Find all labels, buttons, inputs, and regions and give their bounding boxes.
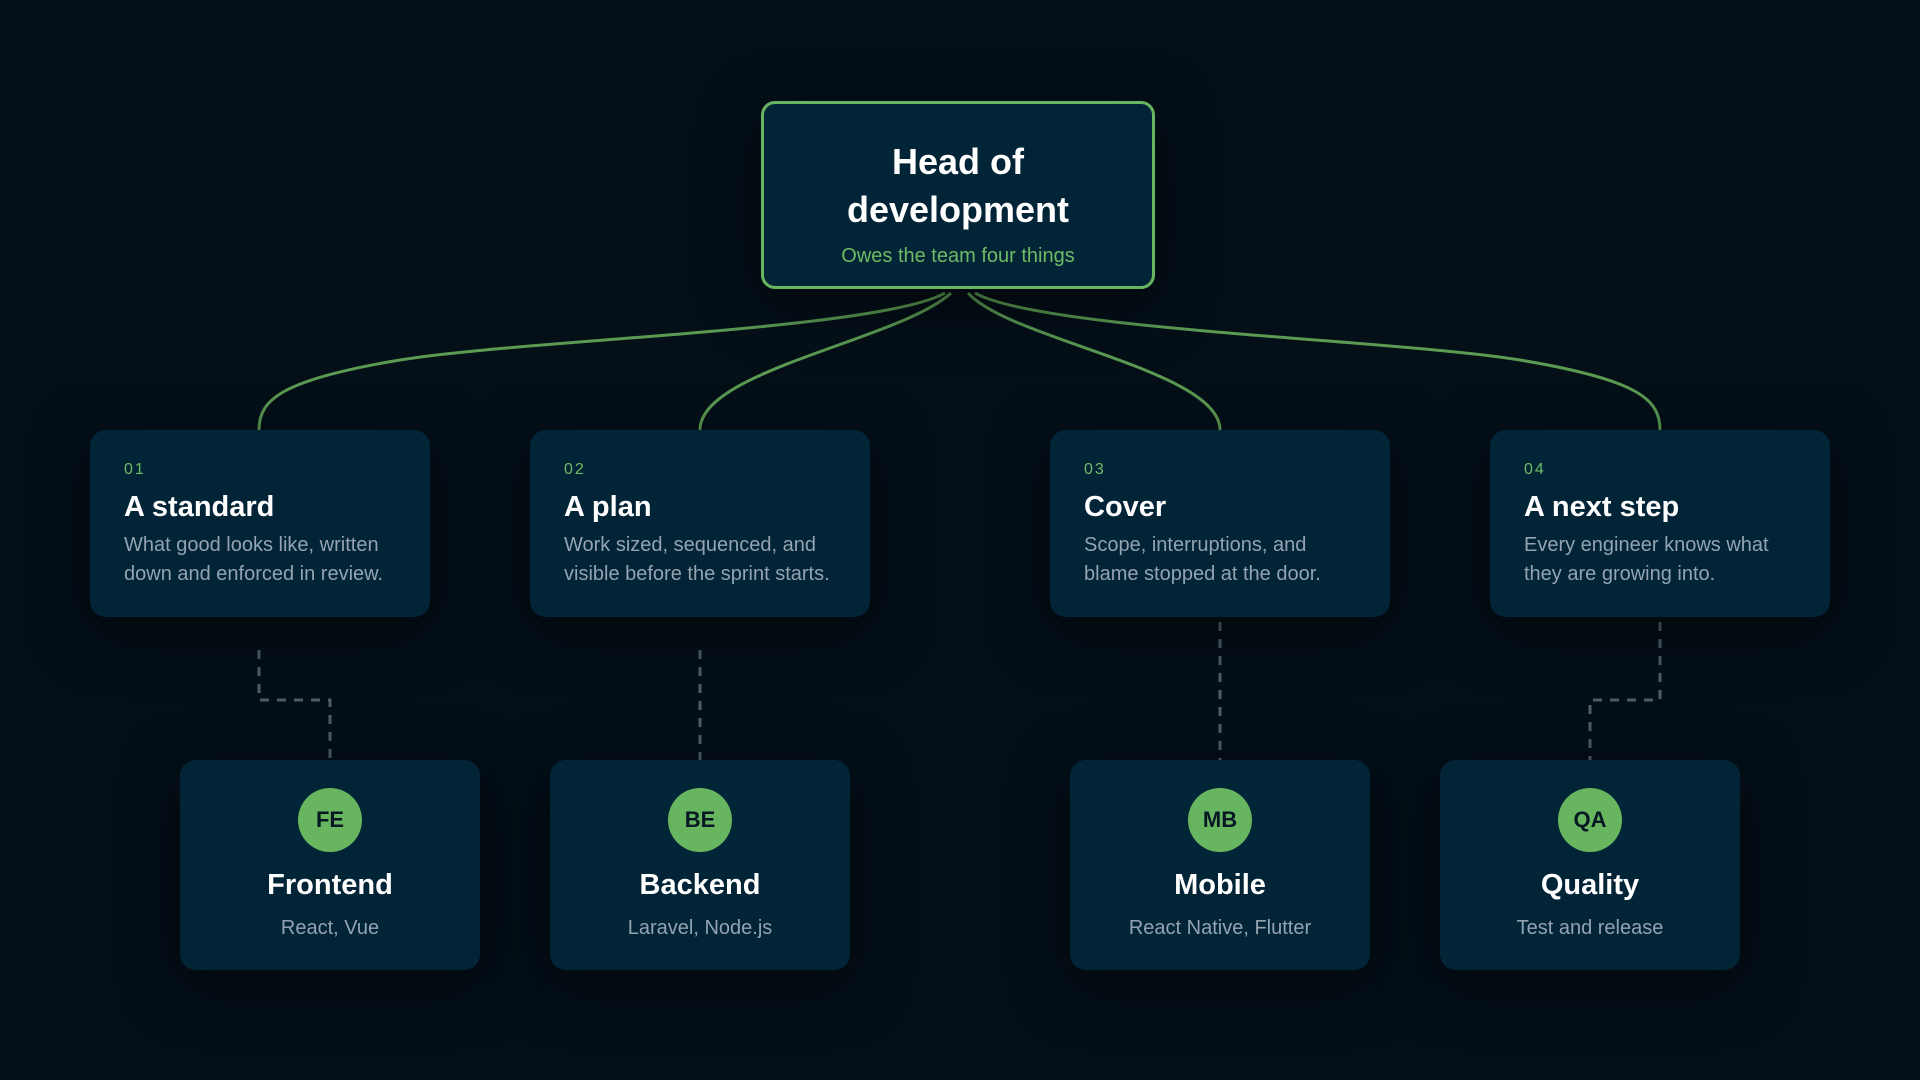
team-avatar: MB: [1188, 788, 1252, 852]
team-initials: FE: [315, 807, 345, 832]
connector-pillar-4-to-quality: [1588, 622, 1662, 760]
connector-root-to-pillar-1: [257, 291, 946, 431]
team-name: Mobile: [1174, 869, 1266, 901]
root-node: Head of development Owes the team four t…: [761, 101, 1155, 289]
team-card-mobile: MB Mobile React Native, Flutter: [1070, 760, 1370, 970]
connector-root-to-pillar-3: [966, 291, 1222, 431]
pillar-description: What good looks like, written down and e…: [124, 534, 384, 585]
pillar-number: 02: [564, 461, 586, 478]
root-subtitle: Owes the team four things: [841, 245, 1075, 267]
team-name: Frontend: [267, 869, 393, 901]
pillar-number: 04: [1524, 461, 1546, 478]
team-stack: Laravel, Node.js: [627, 917, 773, 939]
connector-root-to-pillar-2: [698, 291, 953, 431]
team-initials: QA: [1573, 807, 1607, 832]
team-stack: Test and release: [1516, 917, 1664, 939]
team-avatar: BE: [668, 788, 732, 852]
pillar-title: Cover: [1084, 491, 1167, 523]
pillar-card-cover: 03 Cover Scope, interruptions, and blame…: [1050, 430, 1390, 617]
team-stack: React, Vue: [280, 917, 380, 939]
team-card-quality: QA Quality Test and release: [1440, 760, 1740, 970]
pillar-title: A standard: [124, 491, 275, 523]
pillar-card-next-step: 04 A next step Every engineer knows what…: [1490, 430, 1830, 617]
team-name: Backend: [639, 869, 761, 901]
connector-root-to-pillar-4: [974, 291, 1662, 431]
pillar-card-plan: 02 A plan Work sized, sequenced, and vis…: [530, 430, 870, 617]
pillar-number: 01: [124, 461, 146, 478]
pillar-description: Every engineer knows what they are growi…: [1524, 534, 1769, 585]
team-avatar: QA: [1558, 788, 1622, 852]
team-initials: MB: [1202, 807, 1238, 832]
pillar-title: A next step: [1524, 491, 1680, 523]
pillar-card-standard: 01 A standard What good looks like, writ…: [90, 430, 430, 617]
pillar-number: 03: [1084, 461, 1106, 478]
root-title: Head of development: [846, 141, 1070, 230]
team-initials: BE: [684, 807, 716, 832]
connector-pillar-1-to-frontend: [257, 650, 332, 760]
team-name: Quality: [1540, 869, 1640, 901]
pillar-description: Work sized, sequenced, and visible befor…: [564, 534, 830, 585]
team-stack: React Native, Flutter: [1128, 917, 1312, 939]
pillar-description: Scope, interruptions, and blame stopped …: [1084, 534, 1321, 585]
pillar-title: A plan: [564, 491, 652, 523]
team-card-backend: BE Backend Laravel, Node.js: [550, 760, 850, 970]
team-card-frontend: FE Frontend React, Vue: [180, 760, 480, 970]
team-avatar: FE: [298, 788, 362, 852]
